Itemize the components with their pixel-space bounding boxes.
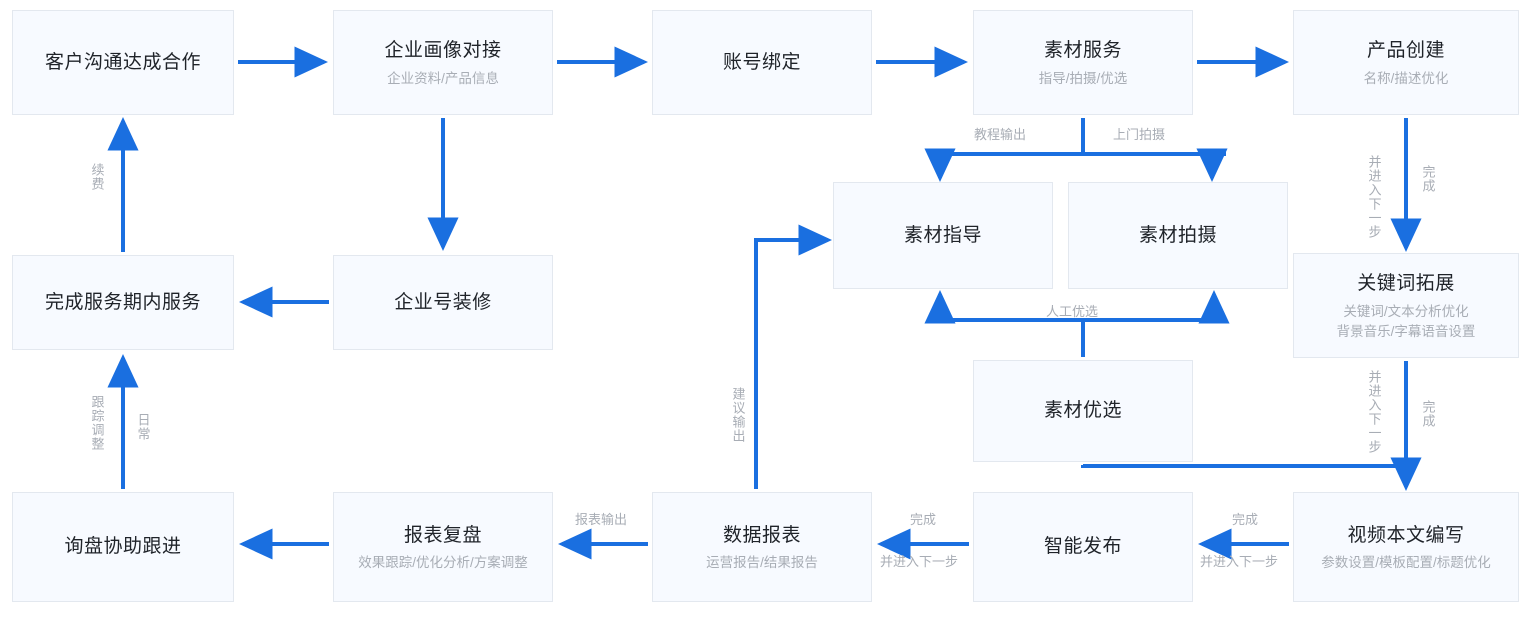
node-subtitle: 关键词/文本分析优化	[1343, 303, 1469, 319]
node-subtitle-2: 背景音乐/字幕语音设置	[1336, 323, 1476, 339]
node-subtitle: 名称/描述优化	[1363, 70, 1449, 86]
edge-label-上门拍摄: 上门拍摄	[1113, 127, 1166, 142]
node-title: 企业画像对接	[384, 40, 502, 62]
node-账号绑定[interactable]: 账号绑定	[652, 10, 872, 115]
edge-label-教程输出: 教程输出	[974, 127, 1027, 142]
node-title: 素材指导	[903, 224, 982, 246]
node-客户沟通达成合作[interactable]: 客户沟通达成合作	[12, 10, 234, 115]
edge-label-并进入下一步-1: 并进入下一步	[1366, 155, 1382, 239]
edge-n11-n16	[1081, 464, 1406, 468]
node-素材服务[interactable]: 素材服务 指导/拍摄/优选	[973, 10, 1193, 115]
node-素材拍摄[interactable]: 素材拍摄	[1068, 182, 1288, 289]
node-产品创建[interactable]: 产品创建 名称/描述优化	[1293, 10, 1519, 115]
node-智能发布[interactable]: 智能发布	[973, 492, 1193, 602]
node-title: 素材优选	[1043, 400, 1122, 422]
edge-label-并进入下一步-3: 并进入下一步	[880, 554, 959, 569]
node-素材指导[interactable]: 素材指导	[833, 182, 1053, 289]
node-subtitle: 指导/拍摄/优选	[1038, 70, 1128, 86]
node-视频本文编写[interactable]: 视频本文编写 参数设置/模板配置/标题优化	[1293, 492, 1519, 602]
node-title: 产品创建	[1366, 40, 1445, 62]
node-title: 报表复盘	[403, 524, 482, 546]
node-title: 素材服务	[1043, 40, 1122, 62]
node-title: 企业号装修	[394, 291, 492, 313]
node-title: 账号绑定	[722, 51, 801, 73]
node-title: 关键词拓展	[1357, 273, 1455, 295]
edge-label-完成-1: 完成	[1420, 165, 1436, 193]
edge-label-完成-2: 完成	[1420, 400, 1436, 428]
edge-label-并进入下一步-4: 并进入下一步	[1200, 554, 1279, 569]
node-企业画像对接[interactable]: 企业画像对接 企业资料/产品信息	[333, 10, 553, 115]
node-数据报表[interactable]: 数据报表 运营报告/结果报告	[652, 492, 872, 602]
edge-n14-n6	[754, 224, 832, 489]
node-询盘协助跟进[interactable]: 询盘协助跟进	[12, 492, 234, 602]
node-企业号装修[interactable]: 企业号装修	[333, 255, 553, 350]
node-完成服务期内服务[interactable]: 完成服务期内服务	[12, 255, 234, 350]
node-title: 数据报表	[722, 524, 801, 546]
node-title: 客户沟通达成合作	[44, 51, 201, 73]
node-subtitle: 效果跟踪/优化分析/方案调整	[358, 555, 528, 571]
edge-label-完成-3: 完成	[910, 512, 937, 527]
edge-label-完成-4: 完成	[1232, 512, 1259, 527]
node-title: 视频本文编写	[1347, 524, 1465, 546]
edge-label-跟踪调整: 跟踪调整	[89, 395, 105, 451]
edge-label-并进入下一步-2: 并进入下一步	[1366, 370, 1382, 454]
node-subtitle: 参数设置/模板配置/标题优化	[1321, 555, 1491, 571]
node-title: 询盘协助跟进	[64, 536, 182, 558]
edge-label-续费: 续费	[89, 163, 105, 191]
edge-label-报表输出: 报表输出	[575, 512, 628, 527]
node-素材优选[interactable]: 素材优选	[973, 360, 1193, 462]
node-关键词拓展[interactable]: 关键词拓展 关键词/文本分析优化 背景音乐/字幕语音设置	[1293, 253, 1519, 358]
node-subtitle: 运营报告/结果报告	[706, 555, 818, 571]
node-title: 完成服务期内服务	[44, 291, 201, 313]
edge-label-建议输出: 建议输出	[730, 387, 746, 443]
node-subtitle: 企业资料/产品信息	[387, 70, 499, 86]
edge-label-日常: 日常	[135, 413, 151, 441]
node-报表复盘[interactable]: 报表复盘 效果跟踪/优化分析/方案调整	[333, 492, 553, 602]
node-title: 素材拍摄	[1138, 224, 1217, 246]
edge-label-人工优选: 人工优选	[1046, 304, 1099, 319]
node-title: 智能发布	[1043, 536, 1122, 558]
